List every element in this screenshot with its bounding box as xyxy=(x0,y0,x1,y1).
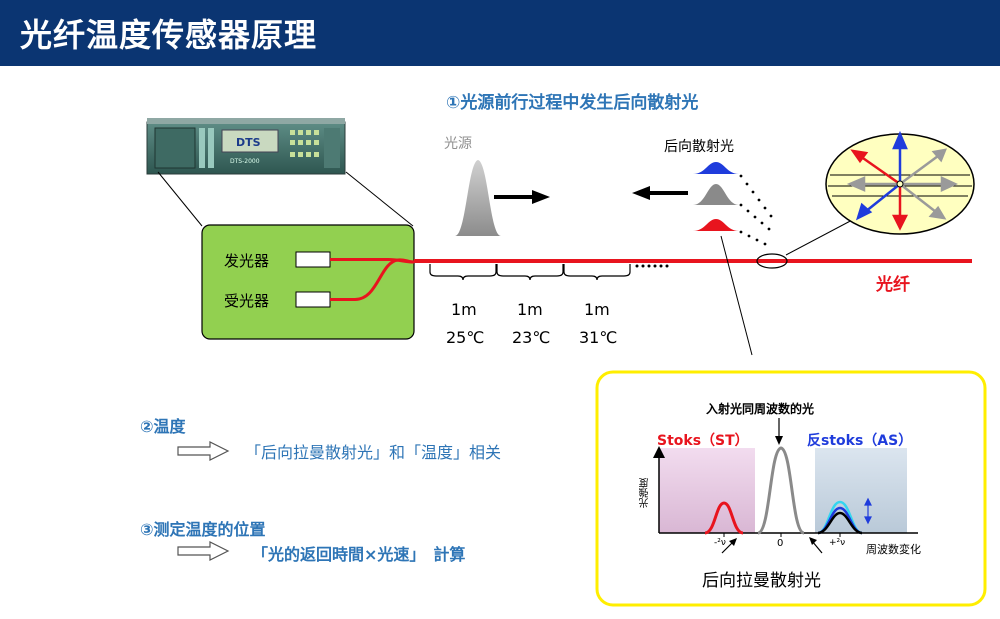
incident-light-pointer xyxy=(775,436,783,445)
device-brand: DTS xyxy=(236,136,261,149)
tick-zero: 0 xyxy=(777,538,784,549)
spectrum-ylabel: 光強度 xyxy=(640,478,651,508)
emitter-label: 发光器 xyxy=(224,252,270,270)
segment-3-temp: 31℃ xyxy=(579,328,618,347)
spectrum-caption: 后向拉曼散射光 xyxy=(702,571,821,591)
device-tag: DTS-2000 xyxy=(230,158,260,165)
step2-arrow xyxy=(177,441,230,461)
segment-3-length: 1m xyxy=(584,300,610,319)
backscatter-stokes-pulse xyxy=(693,219,739,231)
receiver-label: 受光器 xyxy=(224,292,270,310)
step2-text: ②温度 xyxy=(140,417,186,436)
step3-arrow xyxy=(177,541,230,561)
anti-stokes-label: 反stoks（AS） xyxy=(807,433,913,449)
spectrum-xlabel: 周波数変化 xyxy=(866,543,921,556)
scatter-dots xyxy=(739,174,773,246)
page-title: 光纤温度传感器原理 xyxy=(20,16,318,54)
zoom-line-panel xyxy=(720,235,753,356)
stokes-peak xyxy=(704,501,744,535)
step1-text: ①光源前行过程中发生后向散射光 xyxy=(446,93,699,113)
segment-2-length: 1m xyxy=(517,300,543,319)
fiber-label: 光纤 xyxy=(876,275,910,295)
fiber-zoom-marker xyxy=(756,253,788,269)
segment-1-temp: 25℃ xyxy=(446,328,485,347)
segment-1-length: 1m xyxy=(451,300,477,319)
tick-plus: +²ν xyxy=(829,538,846,548)
stokes-region xyxy=(659,448,755,533)
emitter-port xyxy=(295,251,331,268)
light-source-pulse xyxy=(455,160,501,236)
zoom-line-right xyxy=(345,171,414,227)
intensity-change-arrow xyxy=(864,497,872,525)
transceiver-box xyxy=(201,224,415,340)
step2-relation: 「后向拉曼散射光」和「温度」相关 xyxy=(245,443,502,462)
backscatter-rayleigh-pulse xyxy=(693,184,739,205)
dts-device: DTS DTS-2000 xyxy=(146,118,346,175)
segment-continuation-dots xyxy=(635,264,669,268)
rayleigh-peak xyxy=(757,446,805,535)
scattering-zoom xyxy=(825,130,975,235)
light-source-label: 光源 xyxy=(444,136,472,152)
anti-stokes-peak-low xyxy=(817,511,863,535)
title-bar: 光纤温度传感器原理 xyxy=(0,0,1000,66)
zoom-line-left xyxy=(157,171,203,227)
receiver-fiber xyxy=(330,258,415,301)
receiver-port xyxy=(295,291,331,308)
stokes-label: Stoks（ST） xyxy=(657,433,749,449)
backscatter-antistokes-pulse xyxy=(693,162,739,174)
backscatter-label: 后向散射光 xyxy=(664,139,734,155)
spectrum-title: 入射光同周波数的光 xyxy=(706,402,815,416)
segment-braces xyxy=(429,264,631,281)
tick-minus: -²ν xyxy=(714,538,726,548)
segment-2-temp: 23℃ xyxy=(512,328,551,347)
step3-text: ③测定温度的位置 xyxy=(140,520,266,539)
zoom-line-fiber xyxy=(785,217,857,256)
step3-formula: 「光的返回時間×光速」 計算 xyxy=(252,545,466,564)
